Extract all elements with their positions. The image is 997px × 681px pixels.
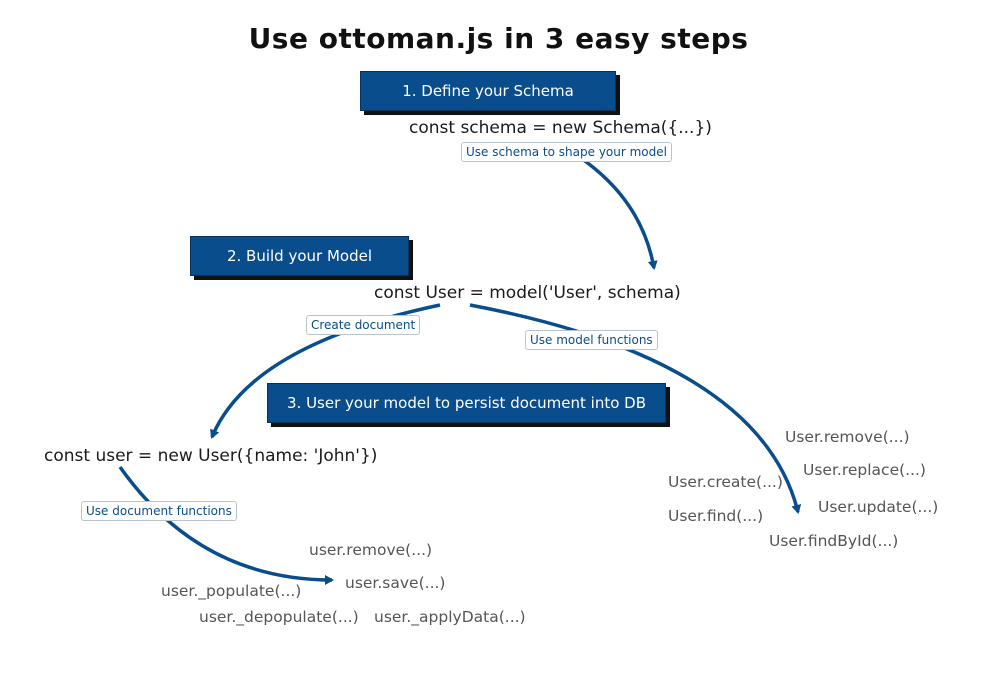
edge-label-schema-to-model: Use schema to shape your model [461,142,672,162]
document-fn-remove: user.remove(...) [309,541,433,559]
document-code: const user = new User({name: 'John'}) [44,446,378,466]
arrow-model-to-model-functions [469,303,802,514]
model-fn-remove: User.remove(...) [785,428,910,446]
model-fn-replace: User.replace(...) [803,461,926,479]
edge-label-create-document: Create document [306,315,421,335]
document-fn-populate: user._populate(...) [161,582,302,600]
model-fn-update: User.update(...) [818,498,939,516]
step-3-box: 3. User your model to persist document i… [267,383,666,423]
schema-code: const schema = new Schema({...}) [409,118,712,138]
edge-label-document-functions: Use document functions [81,501,237,521]
model-code: const User = model('User', schema) [374,283,681,303]
document-fn-save: user.save(...) [345,574,446,592]
arrow-schema-to-model [559,143,658,270]
document-fn-depopulate: user._depopulate(...) [199,608,359,626]
step-1-box: 1. Define your Schema [360,71,616,111]
model-fn-create: User.create(...) [668,473,783,491]
step-2-box: 2. Build your Model [190,236,409,276]
model-fn-findbyid: User.findById(...) [769,532,899,550]
model-fn-find: User.find(...) [668,507,764,525]
arrow-document-to-document-functions [118,465,334,585]
document-fn-applydata: user._applyData(...) [374,608,526,626]
page-title: Use ottoman.js in 3 easy steps [248,22,749,55]
edge-label-model-functions: Use model functions [525,330,658,350]
